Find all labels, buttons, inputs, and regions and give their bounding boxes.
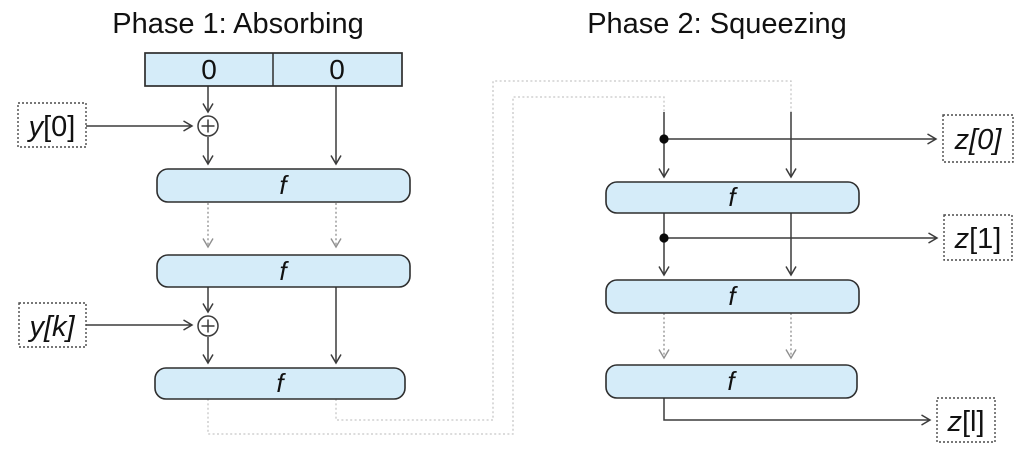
state-cell-right-value: 0 (329, 54, 345, 85)
output-label-box-z0 (942, 114, 1014, 163)
input-label-yk: y[k] (27, 311, 75, 343)
feedback-connector-right (335, 80, 792, 421)
xor-icon (197, 115, 219, 137)
f-box-squeeze-1-label: f (728, 182, 738, 212)
arrow-squeeze-f3-to-zl (663, 398, 932, 426)
input-label-y0: y[0] (27, 111, 76, 143)
f-box-absorb-1-label: f (279, 170, 289, 200)
f-box-squeeze-1 (605, 181, 860, 214)
f-box-squeeze-2 (605, 279, 860, 314)
output-label-box-z1 (943, 214, 1013, 261)
f-box-absorb-1 (156, 168, 411, 203)
output-label-z1: z[1] (954, 223, 1002, 255)
f-box-absorb-3-label: f (276, 368, 286, 398)
f-box-absorb-2-label: f (279, 256, 289, 286)
phase2-title: Phase 2: Squeezing (587, 8, 847, 40)
f-box-squeeze-3-label: f (727, 366, 737, 396)
f-box-absorb-3 (154, 367, 406, 400)
state-cell-left-value: 0 (201, 54, 217, 85)
output-label-z0: z[0] (954, 124, 1003, 156)
input-label-box-yk (18, 302, 87, 348)
f-box-squeeze-3 (605, 364, 858, 399)
input-label-box-y0 (17, 102, 87, 148)
xor-icon (197, 315, 219, 337)
f-box-absorb-2 (156, 254, 411, 288)
output-label-box-zl (936, 397, 996, 443)
f-box-squeeze-2-label: f (728, 281, 738, 311)
output-label-zl: z[l] (946, 406, 984, 438)
phase1-title: Phase 1: Absorbing (112, 8, 364, 40)
junction-dot-z1 (659, 233, 669, 243)
junction-dot-z0 (659, 134, 669, 144)
